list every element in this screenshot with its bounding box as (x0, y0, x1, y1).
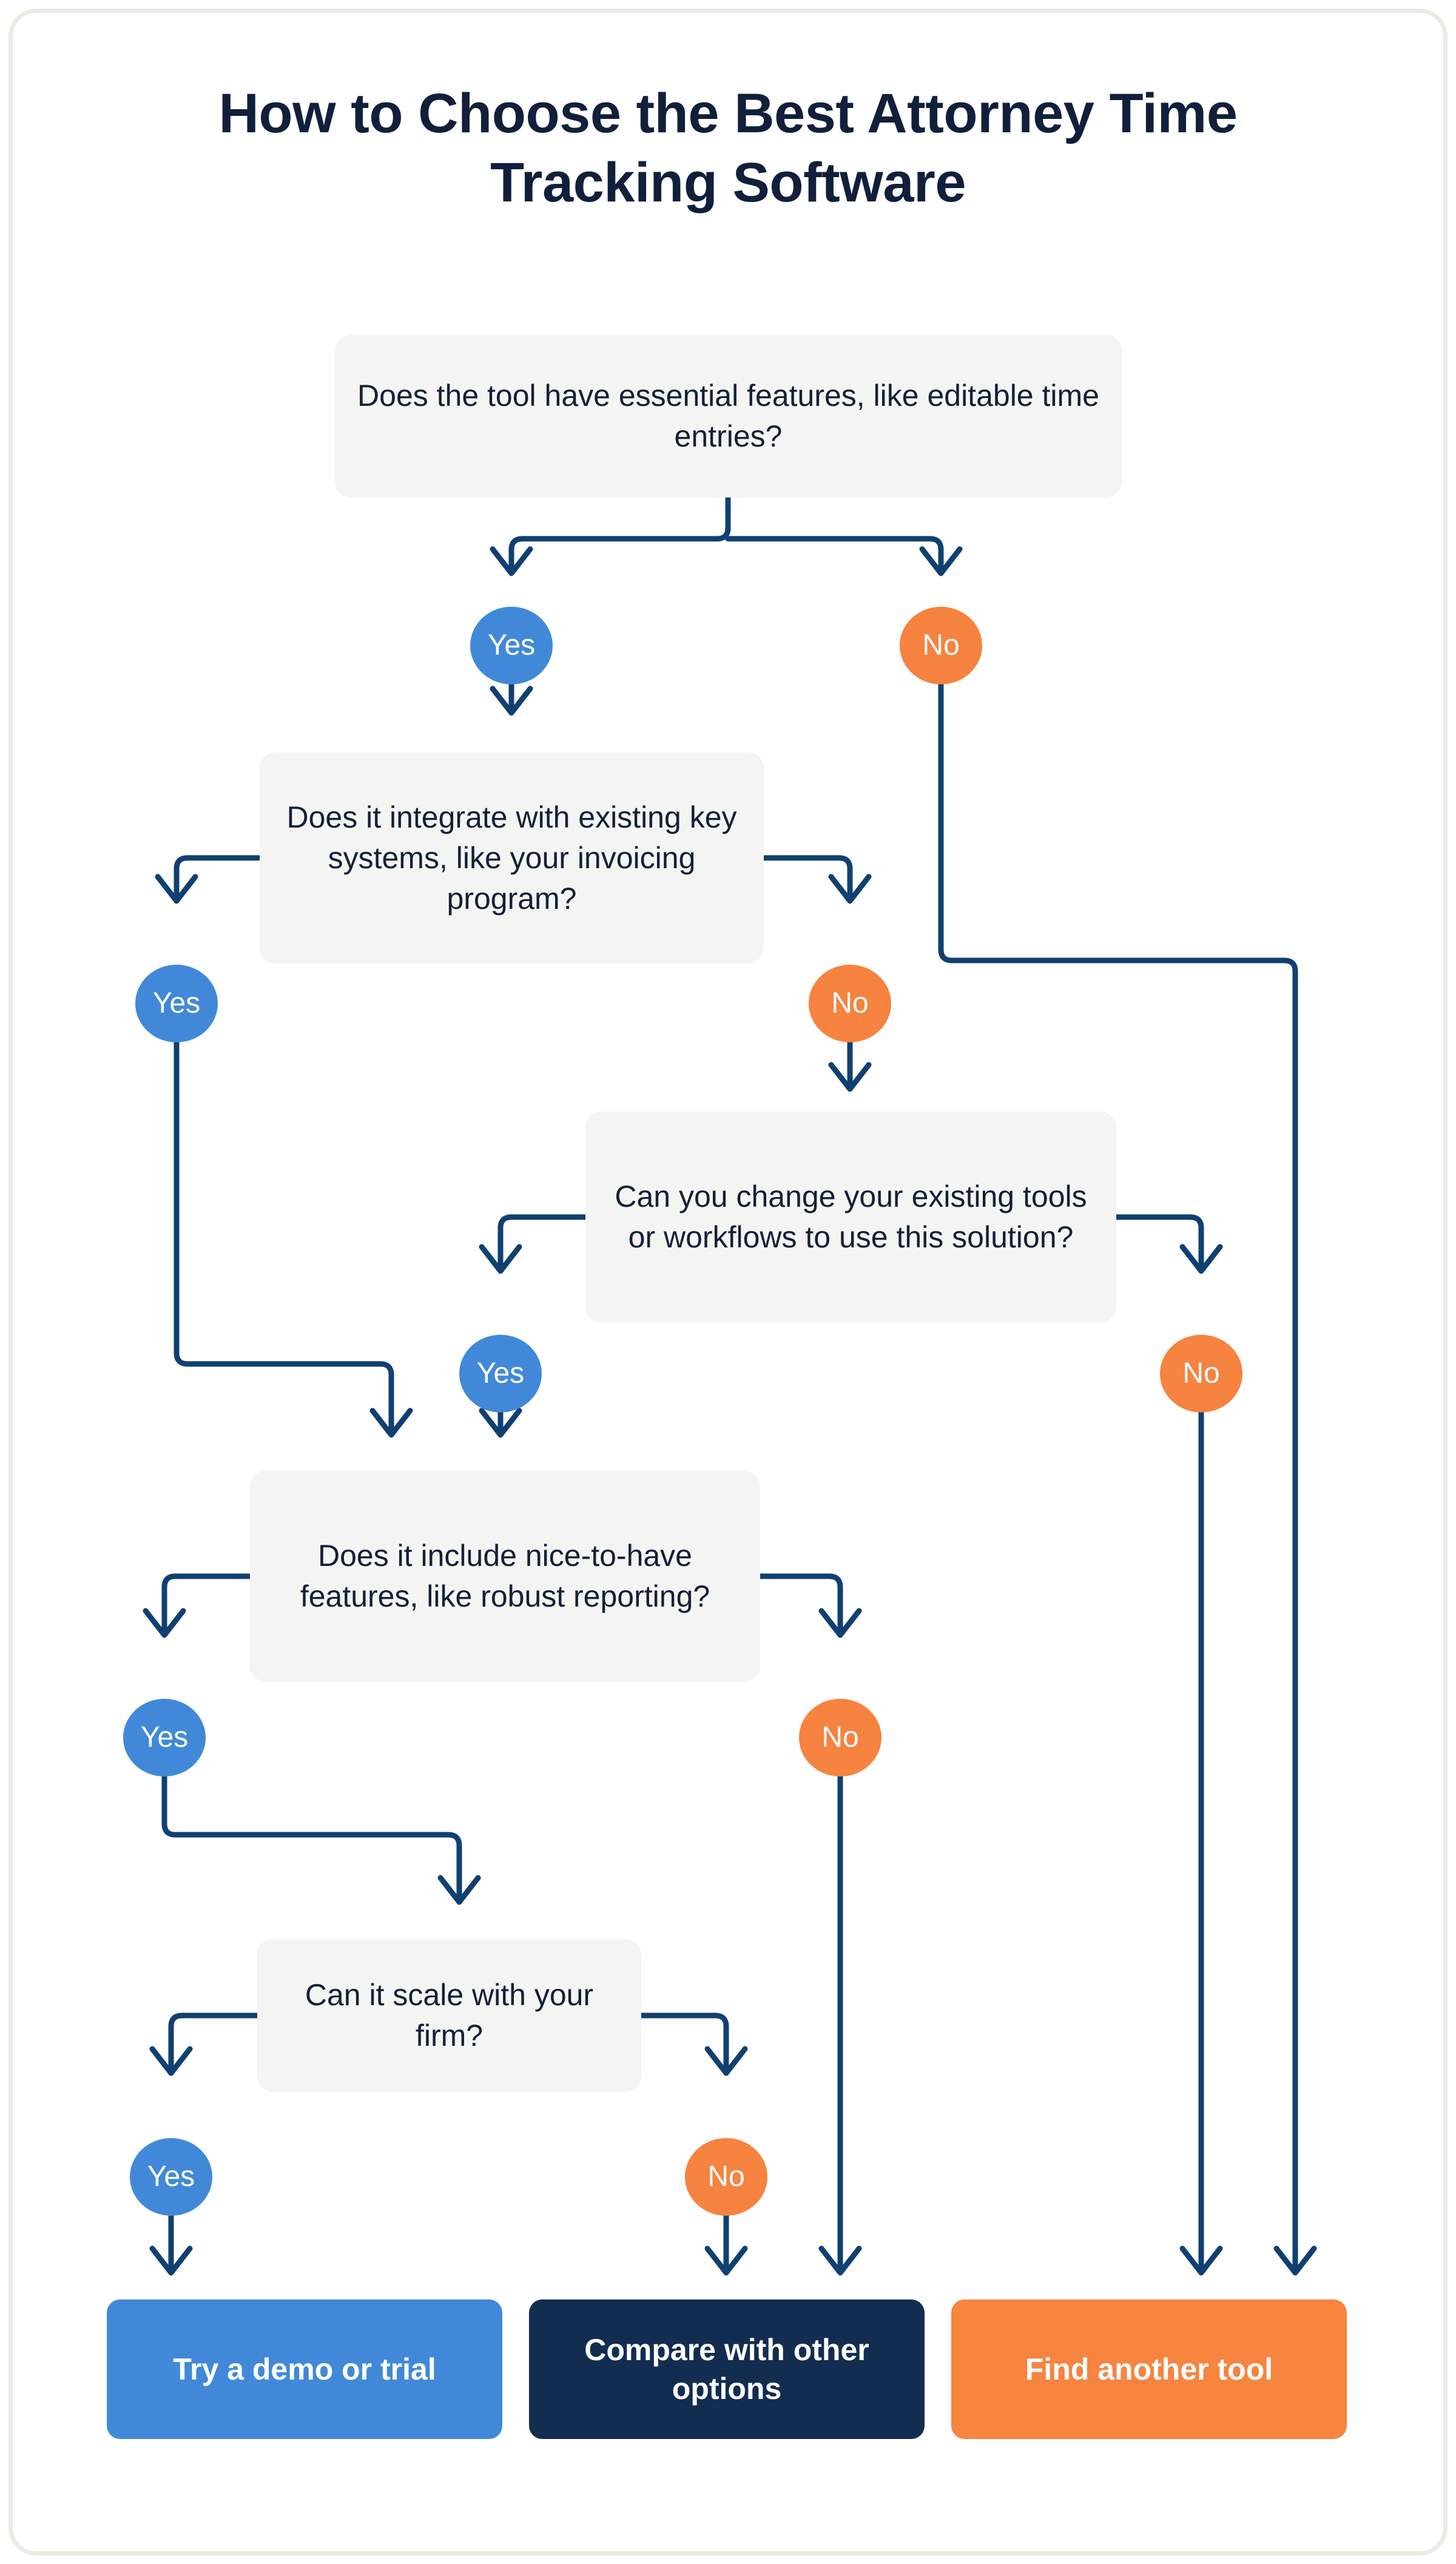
branch-label-q5-yes: Yes (130, 2138, 212, 2216)
question-box-integrations: Does it integrate with existing key syst… (260, 752, 764, 963)
question-box-nice-to-have: Does it include nice-to-have features, l… (250, 1471, 760, 1682)
question-box-scale: Can it scale with your firm? (257, 1939, 641, 2092)
outcome-find-another-tool[interactable]: Find another tool (951, 2299, 1347, 2439)
branch-label-q2-no: No (809, 965, 891, 1042)
branch-label-q1-yes: Yes (470, 607, 553, 684)
branch-label-q5-no: No (685, 2138, 767, 2216)
outcome-compare-options[interactable]: Compare with other options (529, 2299, 925, 2439)
question-box-essential-features: Does the tool have essential features, l… (335, 335, 1122, 498)
question-box-change-workflows: Can you change your existing tools or wo… (585, 1112, 1116, 1323)
branch-label-q2-yes: Yes (135, 965, 218, 1042)
page-title: How to Choose the Best Attorney Time Tra… (218, 83, 1238, 214)
branch-label-q3-no: No (1160, 1335, 1242, 1412)
branch-label-q3-yes: Yes (459, 1335, 542, 1412)
branch-label-q1-no: No (900, 607, 982, 684)
branch-label-q4-no: No (799, 1699, 881, 1776)
branch-label-q4-yes: Yes (123, 1699, 206, 1776)
outcome-try-demo[interactable]: Try a demo or trial (107, 2299, 502, 2439)
